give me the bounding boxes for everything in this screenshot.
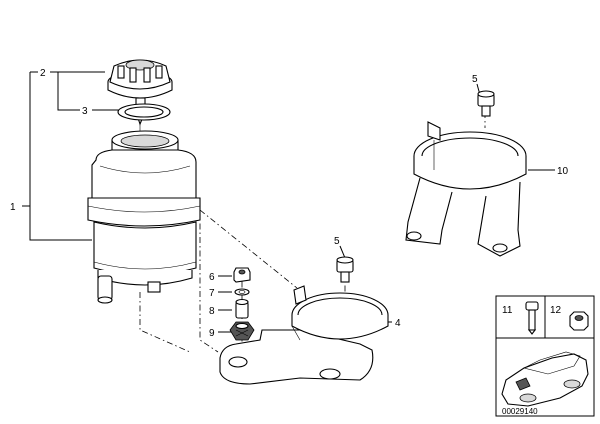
- callout-labels: 1 2 3 4 5 5 6 7 8 9 10 11 12 00029140: [10, 68, 569, 416]
- callout-6: 6: [209, 272, 215, 283]
- callout-4: 4: [395, 318, 401, 329]
- bolt-part-5-lower: [336, 256, 354, 283]
- bolt-part-5-upper: [477, 90, 495, 117]
- washer-part-7: [234, 288, 250, 296]
- callout-3: 3: [82, 106, 88, 117]
- reservoir-cap: [107, 59, 173, 134]
- bolt-part-11: [525, 301, 539, 335]
- callout-12: 12: [550, 305, 562, 316]
- leader-lines: [22, 71, 555, 360]
- vehicle-locator-icon: [501, 351, 589, 407]
- nut-part-12: [569, 311, 589, 331]
- upper-bracket: [405, 121, 527, 257]
- sleeve-part-8: [235, 298, 249, 319]
- callout-2: 2: [40, 68, 46, 79]
- seal-ring: [117, 103, 171, 121]
- callout-10: 10: [557, 166, 569, 177]
- callout-5-upper: 5: [472, 74, 478, 85]
- callout-7: 7: [209, 288, 215, 299]
- fluid-reservoir: [87, 130, 201, 304]
- callout-11: 11: [502, 305, 513, 316]
- inset-box: [495, 295, 595, 417]
- rubber-mount-part-9: [229, 321, 255, 341]
- diagram-id: 00029140: [502, 407, 538, 416]
- callout-8: 8: [209, 306, 215, 317]
- callout-5-lower: 5: [334, 236, 340, 247]
- reservoir-bracket: [219, 285, 389, 385]
- callout-1: 1: [10, 202, 16, 213]
- nut-part-6: [233, 267, 251, 283]
- callout-9: 9: [209, 328, 215, 339]
